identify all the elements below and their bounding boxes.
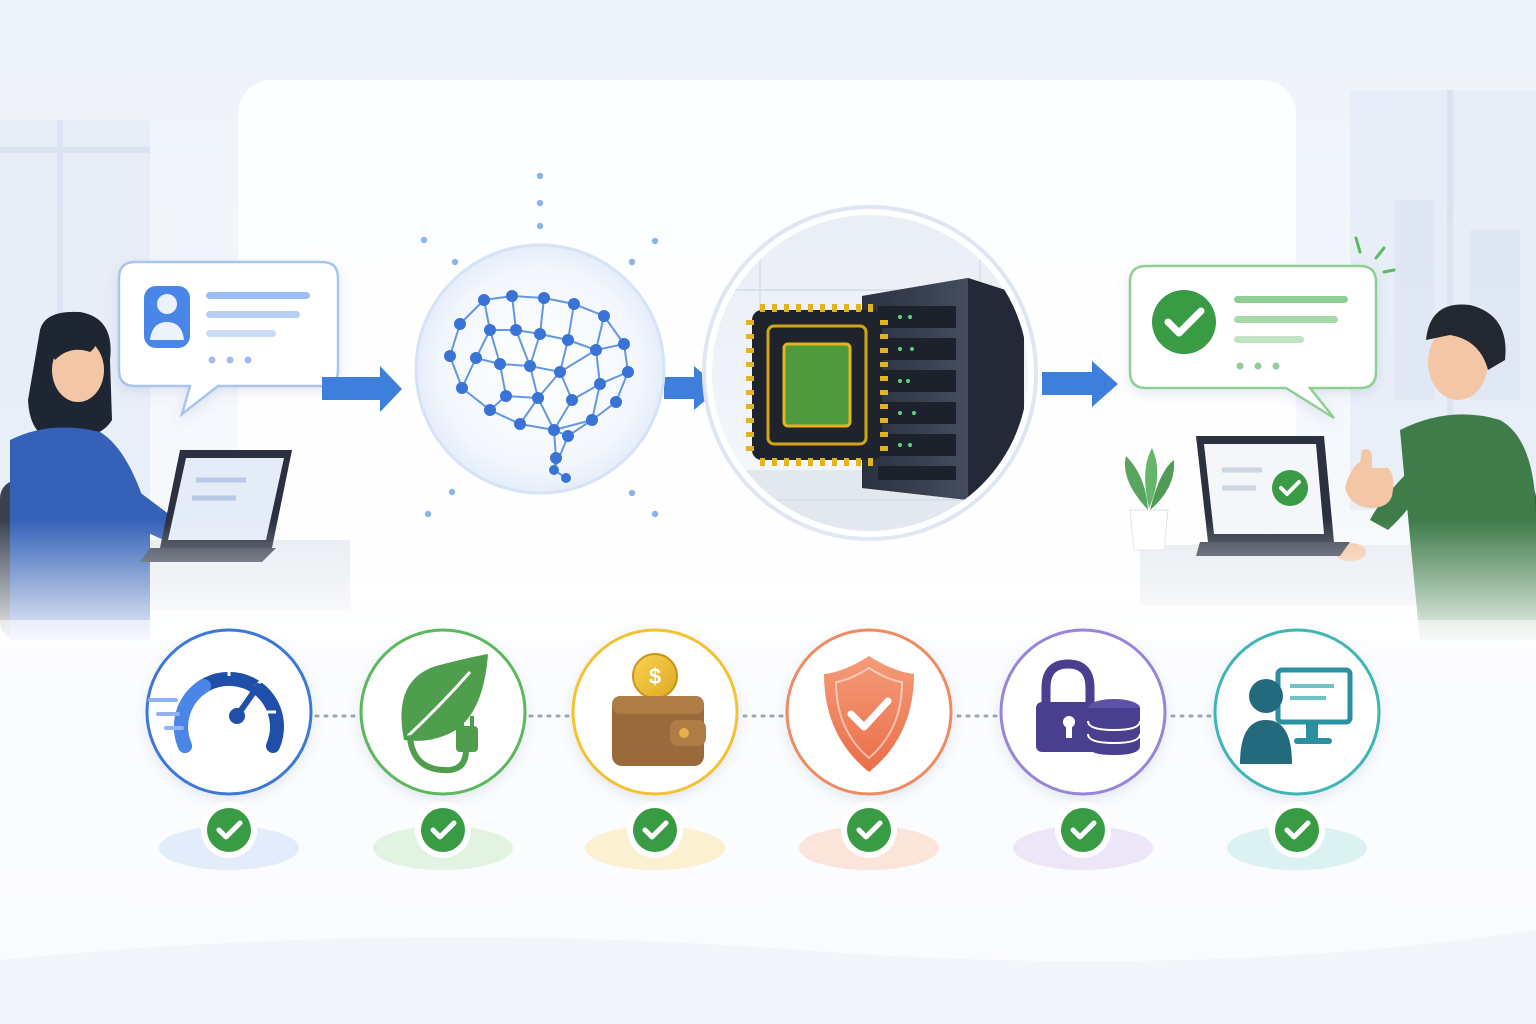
leaf-plug-icon	[401, 654, 488, 774]
benefit-privacy	[999, 628, 1167, 870]
check-badge-icon	[201, 802, 257, 858]
check-badge-icon	[1269, 802, 1325, 858]
chip-and-server-rack-icon	[702, 205, 1038, 541]
lock-database-icon	[1036, 659, 1141, 755]
wallet-coin-icon: $	[612, 653, 706, 766]
person-monitor-icon	[1240, 667, 1353, 764]
right-laptop	[1196, 436, 1350, 556]
benefit-energy	[359, 628, 527, 870]
speedometer-icon	[148, 666, 284, 753]
neural-network-brain-icon	[414, 172, 666, 518]
flow-arrow	[322, 366, 402, 412]
benefit-user-experience	[1213, 628, 1381, 870]
approved-response-bubble-icon	[1152, 236, 1396, 370]
check-badge-icon	[415, 802, 471, 858]
benefit-cost: $	[571, 628, 739, 870]
check-badge-icon	[1055, 802, 1111, 858]
svg-text:$: $	[649, 664, 661, 689]
check-badge-icon	[627, 802, 683, 858]
user-request-bubble-icon	[144, 286, 310, 364]
flow-arrow	[1042, 361, 1118, 407]
check-badge-icon	[841, 802, 897, 858]
benefit-speed	[145, 628, 313, 870]
shield-check-icon	[824, 656, 914, 772]
benefit-security	[785, 628, 953, 870]
